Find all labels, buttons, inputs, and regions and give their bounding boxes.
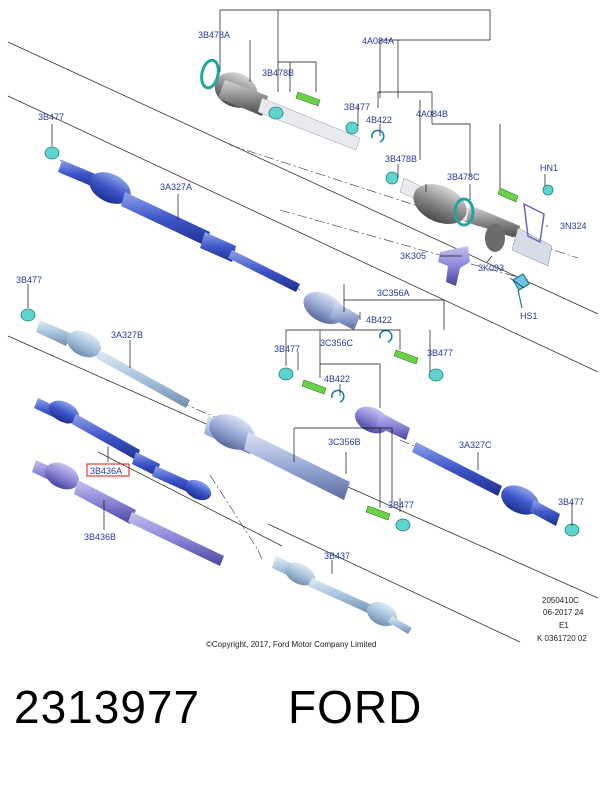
driveshaft-3B436B (32, 460, 224, 566)
brand-name: FORD (288, 681, 423, 733)
label-3B436B: 3B436B (84, 532, 116, 542)
seal-rings (200, 58, 475, 227)
label-3B477: 3B477 (558, 497, 584, 507)
drawing-reference: K 0361720 02 (537, 634, 587, 643)
label-3B477: 3B477 (427, 348, 453, 358)
label-3B436A: 3B436A (90, 466, 122, 476)
label-3B437: 3B437 (324, 551, 350, 561)
label-3B478C: 3B478C (447, 172, 480, 182)
label-3B477: 3B477 (38, 112, 64, 122)
part-labels: 3B478A 4A084A 3B478B 3B477 4B422 4A084B … (16, 30, 587, 561)
driveshaft-3A327B (36, 320, 190, 408)
label-3N324: 3N324 (560, 221, 587, 231)
drawing-edition: E1 (559, 621, 569, 630)
label-3A327A: 3A327A (160, 182, 192, 192)
drawing-codes: 2050410C 06-2017 24 E1 K 0361720 02 (537, 596, 587, 643)
driveshaft-3A327A (58, 160, 360, 330)
label-4A084A: 4A084A (362, 36, 394, 46)
highlight-box-3B436A (86, 463, 130, 477)
footer: 2313977 FORD (0, 680, 600, 760)
exploded-parts-diagram: 3B478A 4A084A 3B478B 3B477 4B422 4A084B … (7, 9, 599, 649)
leader-lines (27, 9, 573, 574)
driveshaft-3A327C (204, 406, 560, 526)
label-3A327C: 3A327C (459, 440, 492, 450)
label-3C356B: 3C356B (328, 437, 361, 447)
label-3B478B: 3B478B (385, 154, 417, 164)
label-3C356A: 3C356A (377, 288, 410, 298)
label-3K093: 3K093 (478, 263, 504, 273)
label-3B478A: 3B478A (198, 30, 230, 40)
label-3K305: 3K305 (400, 251, 426, 261)
label-3B477: 3B477 (344, 102, 370, 112)
label-4A084B: 4A084B (416, 109, 448, 119)
copyright-notice: ©Copyright, 2017, Ford Motor Company Lim… (206, 640, 376, 649)
label-4B422: 4B422 (324, 374, 350, 384)
driveshaft-3B437 (272, 556, 412, 634)
drawing-date: 06-2017 24 (543, 608, 584, 617)
part-number: 2313977 (14, 681, 201, 733)
small-clips (20, 106, 580, 537)
label-4B422: 4B422 (366, 315, 392, 325)
driveshaft-top (214, 72, 553, 267)
label-HN1: HN1 (540, 163, 558, 173)
label-3B478B: 3B478B (262, 68, 294, 78)
green-tags (295, 91, 519, 521)
label-HS1: HS1 (520, 311, 538, 321)
label-3A327B: 3A327B (111, 330, 143, 340)
label-3C356C: 3C356C (320, 338, 354, 348)
driveshaft-3B436A (34, 398, 212, 501)
circlips (331, 129, 393, 403)
label-4B422: 4B422 (366, 115, 392, 125)
drawing-code: 2050410C (542, 596, 579, 605)
label-3B477: 3B477 (16, 275, 42, 285)
label-3B477: 3B477 (274, 344, 300, 354)
label-3B477: 3B477 (388, 500, 414, 510)
